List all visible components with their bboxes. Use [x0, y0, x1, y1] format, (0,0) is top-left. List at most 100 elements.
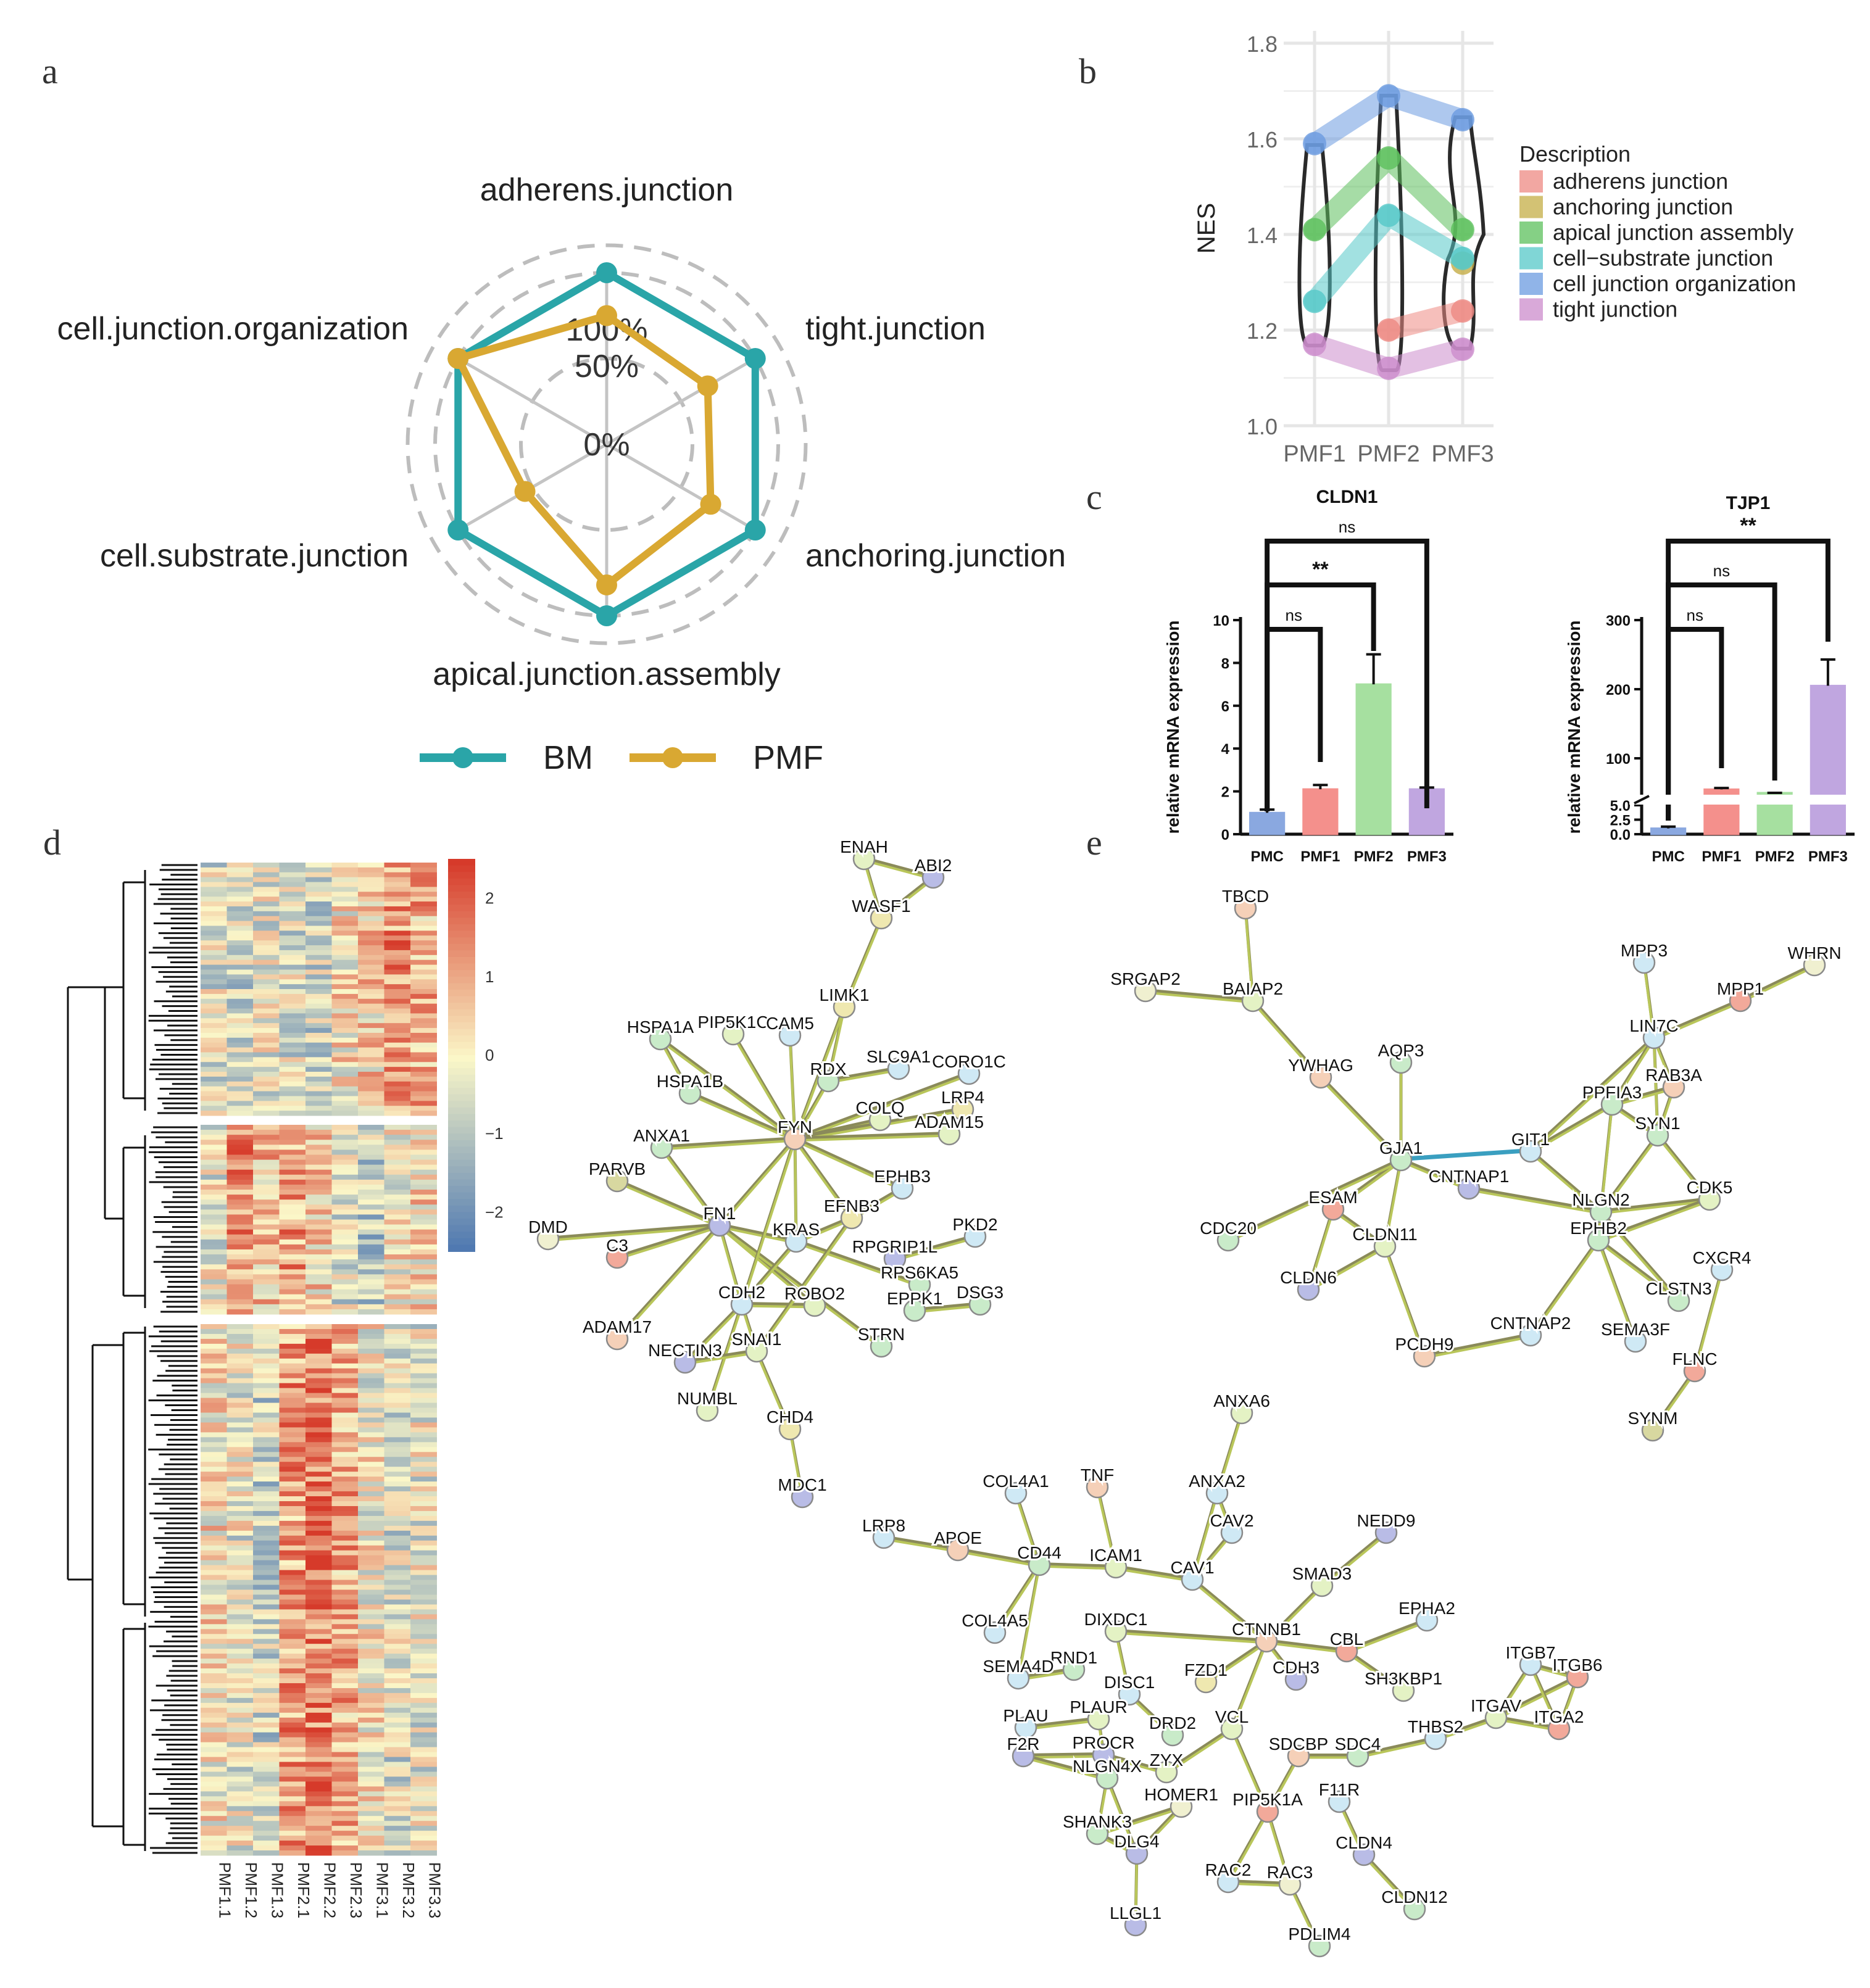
heatmap-cell: [305, 1732, 332, 1738]
legend-label-tight-junction: tight junction: [1553, 297, 1677, 322]
network-label-icam1: ICAM1: [1089, 1546, 1142, 1565]
network-node-disc1: [1118, 1683, 1141, 1706]
network-label-eppk1: EPPK1: [887, 1289, 942, 1308]
heatmap-cell: [226, 1067, 254, 1072]
nes-point-cell-junction-organization: [1451, 108, 1474, 131]
network-edge: [1191, 1577, 1268, 1642]
heatmap-cell: [305, 964, 332, 970]
network-edge: [883, 1535, 958, 1551]
heatmap-cell: [253, 1368, 280, 1374]
heatmap-cell: [358, 1067, 384, 1072]
heatmap-cell: [358, 1304, 384, 1310]
heatmap-cell: [201, 1727, 227, 1733]
heatmap-cell: [331, 1692, 359, 1699]
heatmap-cell: [253, 1023, 280, 1029]
heatmap-cell: [201, 1472, 227, 1477]
heatmap-cell: [226, 1368, 254, 1374]
heatmap-cell: [226, 863, 254, 868]
heatmap-cell: [331, 1624, 359, 1630]
network-label-cam5: CAM5: [766, 1014, 814, 1033]
heatmap-cell: [384, 1707, 411, 1713]
heatmap-cell: [305, 1501, 332, 1507]
network-edge: [1115, 1629, 1267, 1642]
heatmap-cell: [226, 867, 254, 873]
heatmap-cell: [253, 1659, 280, 1664]
heatmap-cell: [358, 1659, 384, 1664]
heatmap-cell: [226, 1752, 254, 1758]
heatmap-cell: [279, 998, 306, 1004]
heatmap-cell: [226, 1299, 254, 1305]
network-node-rac3: [1278, 1873, 1302, 1896]
heatmap-cell: [305, 989, 332, 995]
heatmap-cell: [201, 1796, 227, 1802]
network-node-abi2: [921, 866, 945, 889]
heatmap-cell: [253, 1683, 280, 1689]
network-edge: [883, 1538, 958, 1553]
network-label-anxa1: ANXA1: [633, 1126, 690, 1145]
heatmap-cell: [279, 1515, 306, 1522]
network-label-cldn6: CLDN6: [1280, 1268, 1337, 1287]
heatmap-cell: [201, 1816, 227, 1821]
heatmap-cell: [253, 1042, 280, 1048]
heatmap-cell: [201, 1402, 227, 1409]
heatmap-cell: [358, 1239, 384, 1245]
heatmap-cell: [410, 1023, 437, 1029]
heatmap-cell: [279, 1629, 306, 1634]
heatmap-cell: [305, 1412, 332, 1418]
heatmap-cell: [201, 1491, 227, 1497]
network-label-abi2: ABI2: [915, 856, 952, 875]
heatmap-cell: [331, 1732, 359, 1738]
color-scale-step: [448, 898, 475, 906]
heatmap-cell: [305, 998, 332, 1004]
heatmap-cell: [305, 1766, 332, 1772]
network-node-cldn11: [1373, 1235, 1397, 1258]
network-node-flnc: [1683, 1359, 1706, 1383]
heatmap-cell: [384, 1727, 411, 1733]
significance-label: **: [1740, 514, 1756, 537]
heatmap-cell: [201, 892, 227, 897]
heatmap-cell: [358, 1299, 384, 1305]
heatmap-cell: [253, 1776, 280, 1782]
heatmap-cell: [253, 998, 280, 1004]
heatmap-cell: [226, 1540, 254, 1546]
heatmap-cell: [358, 1164, 384, 1170]
heatmap-cell: [279, 1806, 306, 1812]
heatmap-cell: [384, 1149, 411, 1155]
heatmap-cell: [253, 1634, 280, 1639]
heatmap-cell: [331, 1747, 359, 1753]
heatmap-cell: [358, 1467, 384, 1472]
heatmap-cell: [279, 1649, 306, 1654]
heatmap-cell: [410, 1457, 437, 1462]
panel-label-c: c: [1086, 477, 1102, 517]
heatmap-cell: [226, 1294, 254, 1300]
heatmap-cell: [358, 1836, 384, 1841]
network-node-itgb6: [1566, 1665, 1589, 1689]
heatmap-cell: [226, 1747, 254, 1753]
heatmap-cell: [410, 1032, 437, 1038]
heatmap-cell: [201, 993, 227, 1000]
heatmap-cell: [331, 1486, 359, 1492]
heatmap-cell: [410, 1727, 437, 1733]
heatmap-cell: [226, 1324, 254, 1330]
heatmap-cell: [253, 930, 280, 936]
color-scale-step: [448, 1081, 475, 1088]
heatmap-cell: [201, 1398, 227, 1404]
heatmap-cell: [358, 1047, 384, 1053]
heatmap-cell: [331, 887, 359, 892]
network-edge: [863, 856, 934, 878]
heatmap-cell: [305, 1831, 332, 1836]
color-scale-step: [448, 878, 475, 886]
heatmap-cell: [226, 1422, 254, 1428]
network-label-nedd9: NEDD9: [1357, 1511, 1416, 1530]
heatmap-cell: [279, 1145, 306, 1150]
heatmap-cell: [226, 1179, 254, 1185]
heatmap-cell: [358, 1845, 384, 1851]
nes-point-tight-junction: [1377, 357, 1400, 380]
network-node-pcdh9: [1413, 1344, 1436, 1368]
heatmap-cell: [279, 1614, 306, 1620]
heatmap-cell: [410, 1540, 437, 1546]
y-tick-label: 6: [1221, 698, 1229, 715]
network-edge: [1597, 1240, 1680, 1304]
network-edge: [1600, 1197, 1710, 1212]
color-scale-step: [448, 1094, 475, 1102]
